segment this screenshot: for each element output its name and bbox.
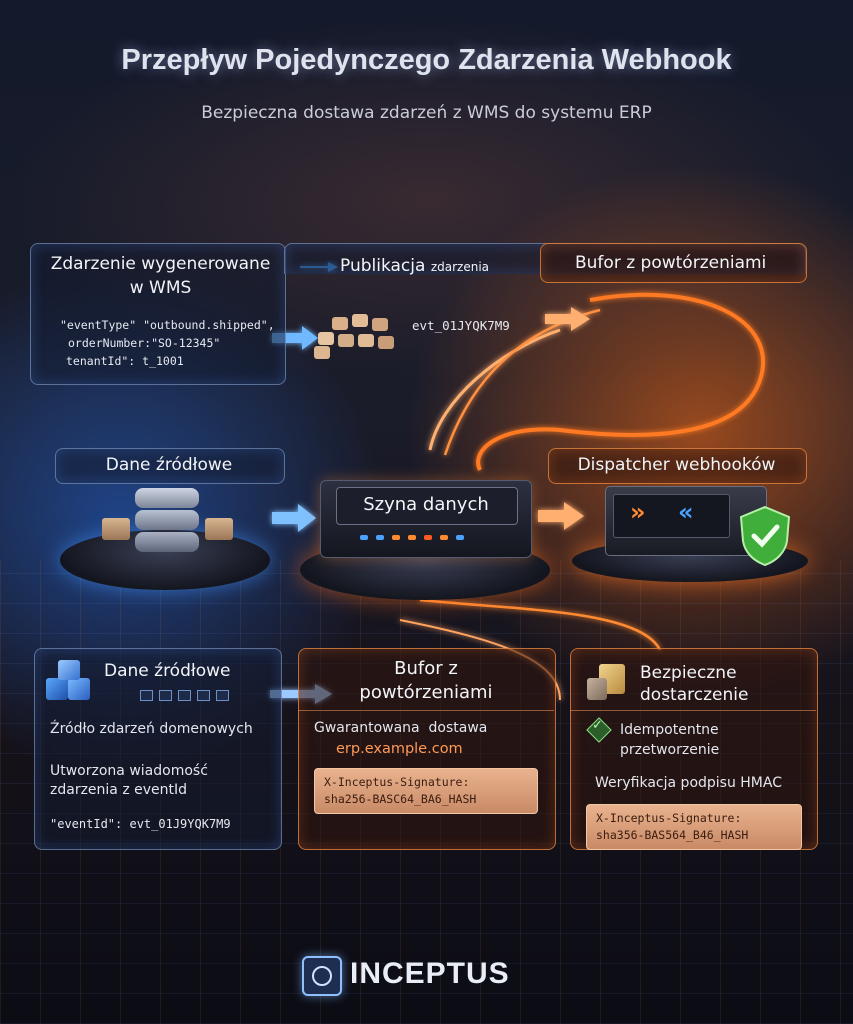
bottom-left-event-id: "eventId": evt_01J9YQK7M9 <box>50 817 231 831</box>
bottom-right-line-1: Idempotentne przetworzenie <box>620 722 720 758</box>
page-subtitle: Bezpieczna dostawa zdarzeń z WMS do syst… <box>201 103 652 123</box>
bottom-right-signature: X-Inceptus-Signature: sha356-BAS564_B46_… <box>586 804 802 850</box>
package-icon <box>585 664 631 704</box>
bottom-center-divider <box>298 710 554 711</box>
arrow-source-to-bus <box>272 504 316 532</box>
check-mark-icon: ✓ <box>592 718 603 733</box>
bottom-center-url: erp.example.com <box>336 741 463 757</box>
inceptus-logo-icon <box>302 956 342 996</box>
bottom-left-line-1: Źródło zdarzeń domenowych <box>50 721 253 737</box>
retry-loop-curve <box>476 292 766 471</box>
source-data-header-panel <box>55 448 285 484</box>
bottom-center-signature: X-Inceptus-Signature: sha256-BASC64_BA6_… <box>314 768 538 814</box>
bottom-right-divider <box>570 710 816 711</box>
bottom-left-dots <box>140 690 229 701</box>
source-block-left <box>102 518 130 540</box>
brand-name: INCEPTUS <box>350 957 510 990</box>
queue-cubes-icon <box>310 312 400 362</box>
retry-buffer-top-title: Bufor z powtórzeniami <box>575 253 767 273</box>
payload-line-3: tenantId": t_1001 <box>66 354 184 368</box>
source-data-title: Dane źródłowe <box>105 455 233 475</box>
database-icon <box>135 488 199 554</box>
bottom-right-title: Bezpieczne dostarczenie <box>640 663 749 705</box>
event-generated-title: Zdarzenie wygenerowane w WMS <box>50 254 271 298</box>
event-generated-panel <box>30 243 286 385</box>
data-bus-title: Szyna danych <box>363 494 489 515</box>
chevrons-left-icon: « <box>678 498 694 526</box>
floor-curve <box>419 598 662 651</box>
arrow-event-id <box>545 307 590 331</box>
publish-label-small: zdarzenia <box>430 260 490 274</box>
retry-loop-curve-2 <box>428 328 561 451</box>
arrow-payload-to-queue <box>272 326 318 350</box>
bottom-left-line-2: Utworzona wiadomość zdarzenia z eventId <box>50 763 208 798</box>
event-id-label: evt_01JYQK7M9 <box>412 318 510 333</box>
data-bus-label-box <box>336 487 518 525</box>
blocks-icon <box>46 660 94 702</box>
bottom-center-panel <box>298 648 556 850</box>
data-bus-leds <box>360 535 510 541</box>
payload-line-1: "eventType" "outbound.shipped", <box>60 318 275 332</box>
publish-label-main: Publikacja <box>340 256 426 276</box>
bottom-right-line-2: Weryfikacja podpisu HMAC <box>595 775 782 791</box>
chevrons-right-icon: » <box>630 498 646 526</box>
bottom-left-title: Dane źródłowe <box>104 661 231 681</box>
arrow-bus-to-dispatcher <box>538 502 584 530</box>
publish-label: Publikacja zdarzenia <box>340 256 489 276</box>
shield-check-icon <box>739 505 791 567</box>
payload-line-2: orderNumber:"SO-12345" <box>68 336 221 350</box>
retry-buffer-top-panel <box>540 243 807 283</box>
page-title: Przepływ Pojedynczego Zdarzenia Webhook <box>121 44 732 76</box>
dispatcher-header-panel <box>548 448 807 484</box>
source-block-right <box>205 518 233 540</box>
bottom-center-title: Bufor z powtórzeniami <box>359 658 493 703</box>
dispatcher-screen <box>613 494 730 538</box>
bottom-center-line-1: Gwarantowana dostawa <box>314 720 488 736</box>
dispatcher-title: Dispatcher webhooków <box>577 455 776 475</box>
